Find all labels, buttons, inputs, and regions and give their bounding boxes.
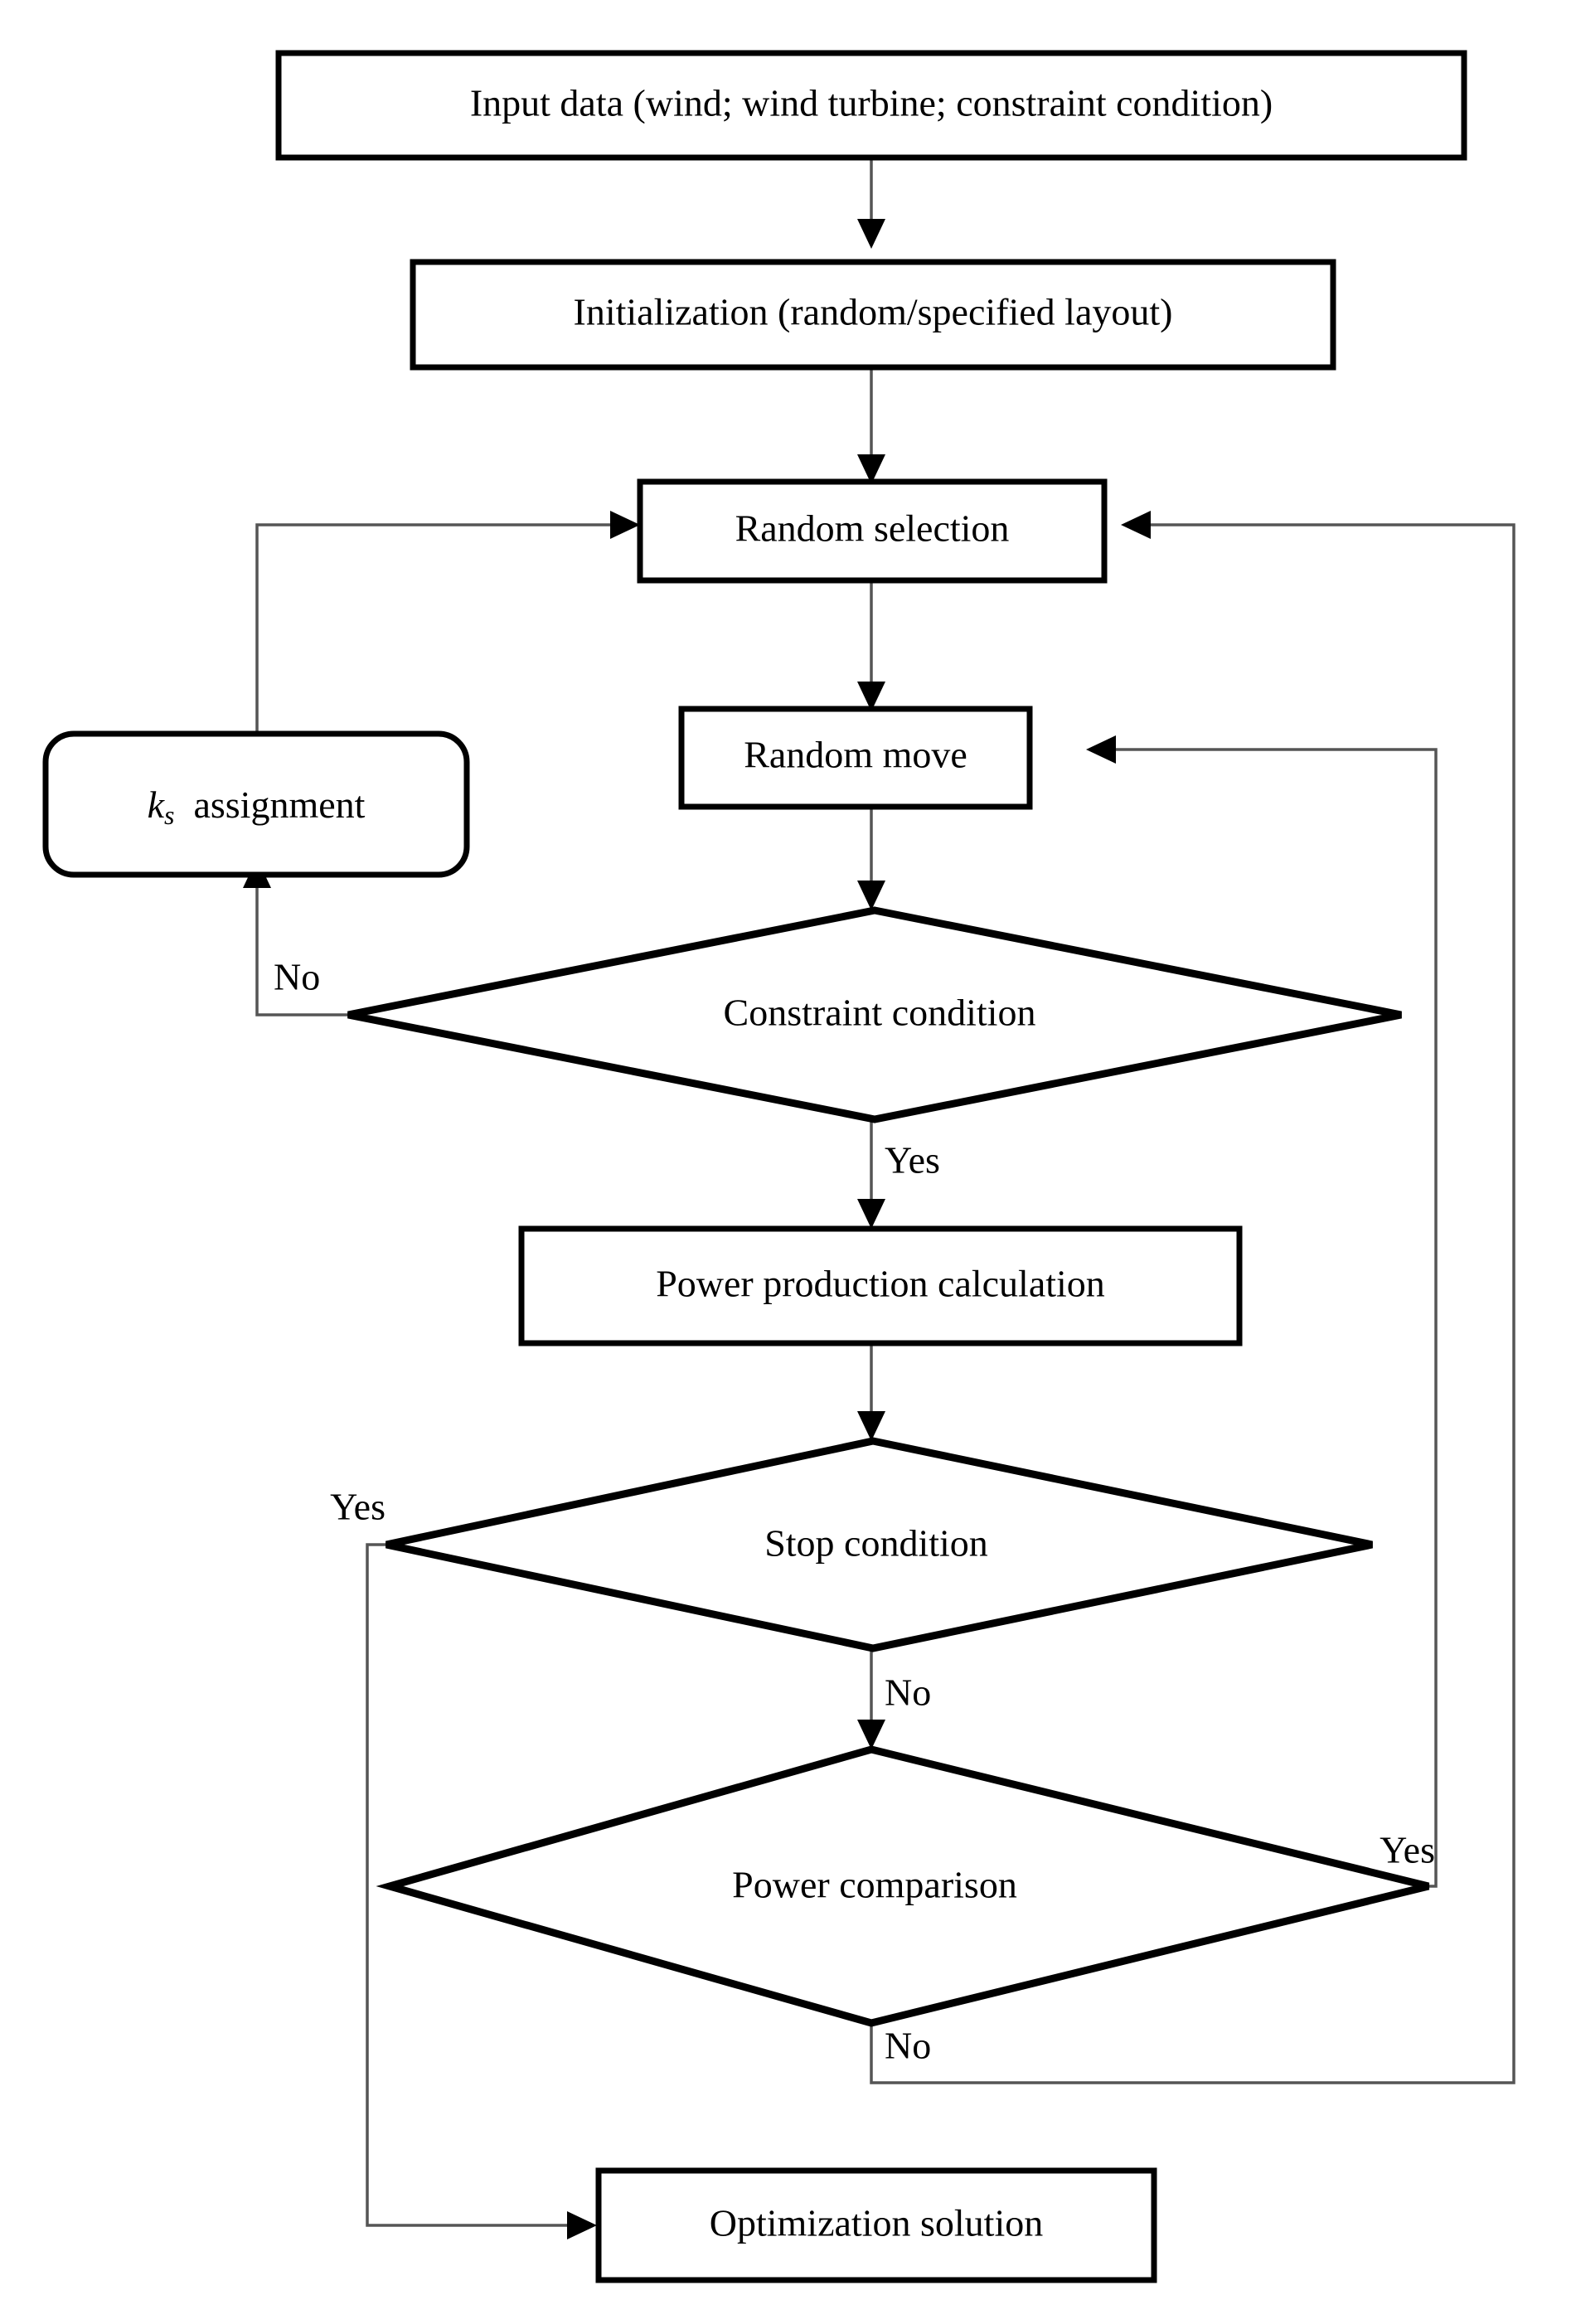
node-power-production-calculation-label: Power production calculation [656, 1263, 1105, 1305]
node-stop-condition-label: Stop condition [764, 1522, 988, 1565]
edge-constraint-yes-to-power-production [857, 1119, 885, 1229]
edge-stop-no-to-power-comparison [857, 1648, 885, 1749]
edge-label-stop-no: No [885, 1671, 931, 1714]
ks-word-assignment: assignment [193, 784, 365, 826]
node-input-data-label: Input data (wind; wind turbine; constrai… [470, 82, 1273, 124]
node-ks-assignment[interactable]: ks assignment [42, 730, 470, 878]
edge-label-constraint-no: No [274, 956, 320, 998]
edge-random-move-to-constraint [857, 807, 885, 910]
node-input-data[interactable]: Input data (wind; wind turbine; constrai… [275, 50, 1467, 161]
edge-power-production-to-stop-condition [857, 1343, 885, 1441]
edge-label-comparison-yes: Yes [1380, 1829, 1435, 1871]
node-random-selection[interactable]: Random selection [637, 478, 1108, 584]
node-optimization-solution[interactable]: Optimization solution [595, 2167, 1157, 2283]
node-constraint-condition-label: Constraint condition [724, 992, 1036, 1034]
node-constraint-condition[interactable]: Constraint condition [347, 906, 1402, 1123]
edge-label-constraint-yes: Yes [885, 1139, 940, 1181]
node-optimization-solution-label: Optimization solution [710, 2202, 1043, 2244]
node-random-move[interactable]: Random move [678, 706, 1033, 810]
node-initialization[interactable]: Initialization (random/specified layout) [410, 259, 1336, 371]
node-power-comparison[interactable]: Power comparison [376, 1745, 1430, 2027]
ks-subscript-s: s [164, 800, 174, 830]
node-initialization-label: Initialization (random/specified layout) [574, 291, 1173, 333]
edge-stop-yes-to-optimization-solution [366, 1543, 597, 2239]
edge-random-selection-to-random-move [857, 580, 885, 711]
node-power-production-calculation[interactable]: Power production calculation [518, 1225, 1243, 1346]
node-power-comparison-label: Power comparison [732, 1864, 1017, 1906]
edge-input-to-initialization [857, 158, 885, 249]
node-random-selection-label: Random selection [735, 507, 1010, 550]
edge-initialization-to-random-selection [857, 367, 885, 484]
edge-label-stop-yes: Yes [330, 1486, 386, 1528]
node-random-move-label: Random move [744, 734, 967, 776]
edge-ks-assignment-to-random-selection [255, 511, 640, 734]
edge-comparison-yes-to-random-move [1086, 735, 1438, 1888]
edge-label-comparison-no: No [885, 2025, 931, 2067]
node-ks-assignment-label: ks assignment [148, 784, 366, 831]
edge-comparison-no-to-random-selection [870, 511, 1515, 2084]
ks-variable-k: k [148, 784, 166, 826]
node-stop-condition[interactable]: Stop condition [386, 1437, 1373, 1652]
